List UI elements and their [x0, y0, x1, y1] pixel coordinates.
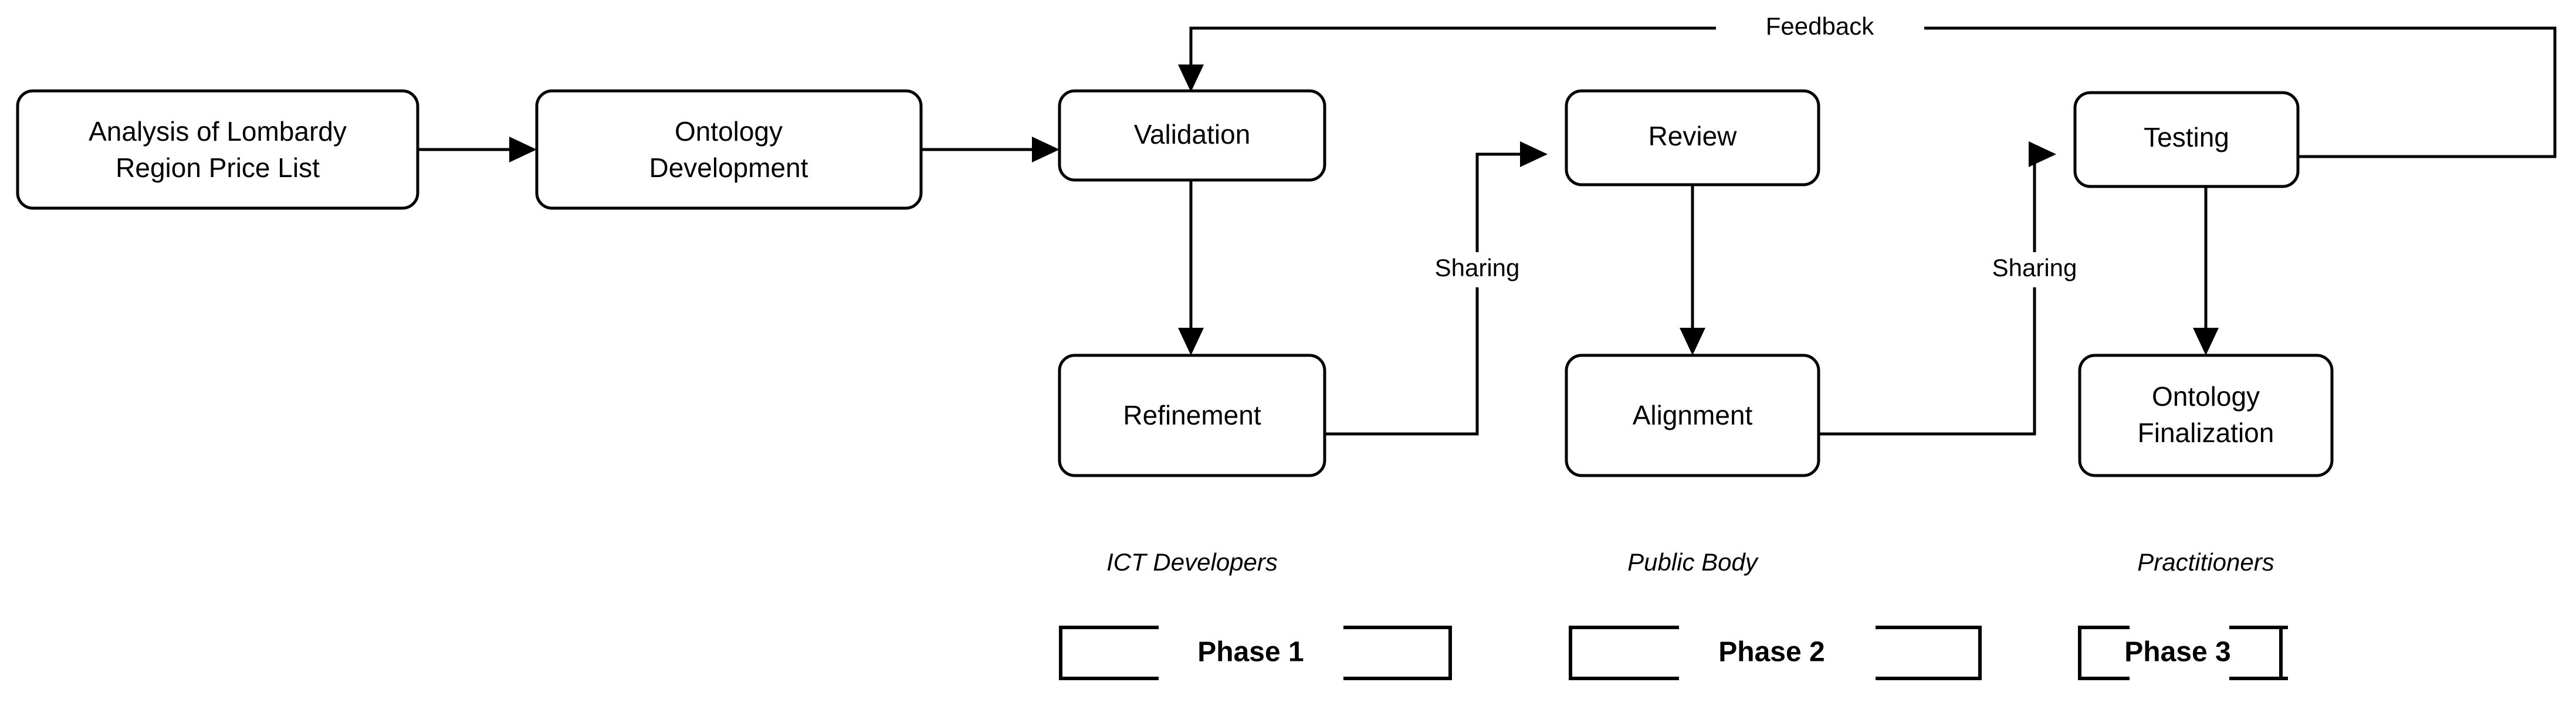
node-ontology-finalization[interactable]: Ontology Finalization: [2078, 354, 2334, 477]
edge-review-to-alignment: [1680, 185, 1705, 355]
node-analysis-label-line2: Region Price List: [116, 152, 320, 183]
node-review-label: Review: [1648, 121, 1738, 151]
node-validation-label: Validation: [1134, 119, 1251, 150]
node-finalization-label-line2: Finalization: [2138, 417, 2274, 448]
arrow-head-icon: [2193, 328, 2219, 355]
edge-validation-to-refinement: [1178, 180, 1204, 355]
node-analysis[interactable]: Analysis of Lombardy Region Price List: [16, 89, 419, 210]
node-alignment-label: Alignment: [1633, 400, 1753, 430]
node-alignment[interactable]: Alignment: [1565, 354, 1820, 477]
actor-label-public-body: Public Body: [1627, 548, 1759, 576]
phase-label-1: Phase 1: [1197, 637, 1304, 668]
edge-testing-to-finalization: [2193, 186, 2219, 355]
actor-label-practitioners: Practitioners: [2137, 548, 2274, 576]
node-refinement-label: Refinement: [1123, 400, 1261, 430]
node-ontology-development-label-line1: Ontology: [675, 116, 783, 147]
arrow-head-icon: [1520, 141, 1548, 167]
node-validation[interactable]: Validation: [1058, 89, 1326, 182]
arrow-head-icon: [1032, 137, 1059, 162]
node-finalization-label-line1: Ontology: [2152, 381, 2260, 412]
node-analysis-label-line1: Analysis of Lombardy: [89, 116, 347, 147]
phase-marker-3: Phase 3: [2078, 626, 2288, 680]
edge-label-feedback: Feedback: [1766, 12, 1874, 40]
edge-analysis-to-ontology-development: [418, 137, 537, 162]
node-testing-label: Testing: [2144, 122, 2229, 152]
arrow-head-icon: [1178, 328, 1204, 355]
arrow-head-icon: [2029, 141, 2056, 167]
arrow-head-icon: [1178, 65, 1204, 92]
phase-marker-2: Phase 2: [1569, 626, 1982, 680]
edge-sharing-alignment-to-testing: Sharing: [1819, 141, 2077, 436]
edge-label-sharing-2: Sharing: [1992, 254, 2077, 281]
phase-label-2: Phase 2: [1718, 637, 1824, 668]
phase-label-3: Phase 3: [2124, 637, 2230, 668]
edge-label-sharing-1: Sharing: [1435, 254, 1520, 281]
phase-marker-1: Phase 1: [1059, 626, 1452, 680]
edge-sharing-refinement-to-review: Sharing: [1325, 141, 1548, 436]
arrow-head-icon: [509, 137, 537, 162]
arrow-head-icon: [1680, 328, 1705, 355]
node-ontology-development[interactable]: Ontology Development: [535, 89, 923, 210]
node-ontology-development-label-line2: Development: [649, 152, 808, 183]
edge-ontology-development-to-validation: [921, 137, 1059, 162]
node-testing[interactable]: Testing: [2073, 91, 2300, 188]
actor-label-ict-developers: ICT Developers: [1106, 548, 1278, 576]
node-refinement[interactable]: Refinement: [1058, 354, 1326, 477]
edge-feedback-testing-to-validation: Feedback: [1178, 12, 2557, 158]
node-review[interactable]: Review: [1565, 89, 1820, 186]
